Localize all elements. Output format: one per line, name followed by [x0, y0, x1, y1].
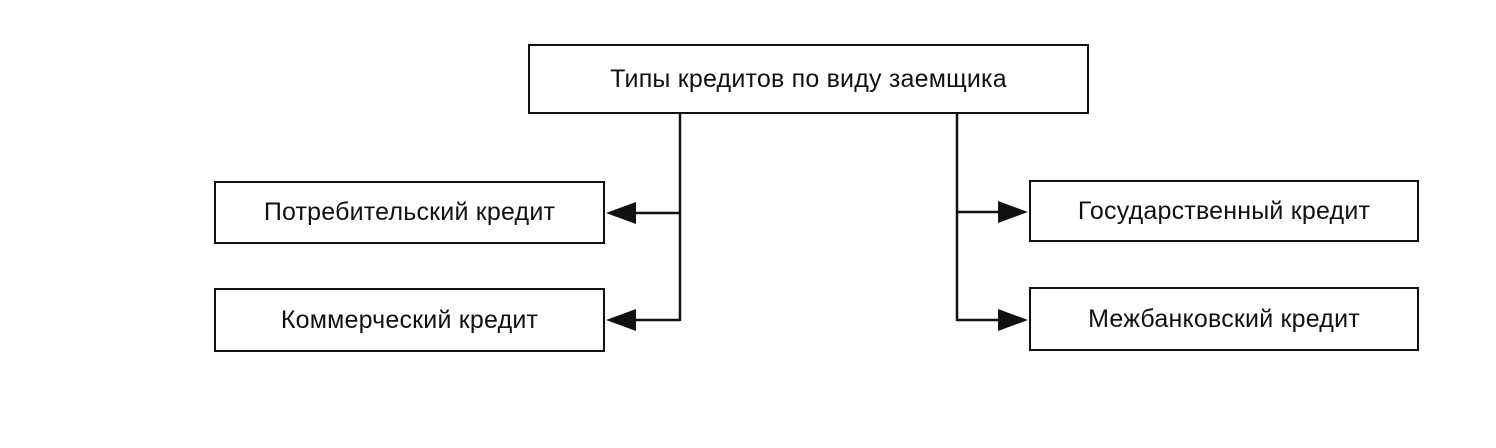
- node-commercial-credit-label: Коммерческий кредит: [280, 305, 539, 334]
- node-interbank-credit: Межбанковский кредит: [1029, 287, 1419, 351]
- node-commercial-credit: Коммерческий кредит: [214, 288, 605, 352]
- node-state-credit: Государственный кредит: [1029, 180, 1419, 242]
- node-consumer-credit-label: Потребительский кредит: [263, 198, 556, 226]
- node-consumer-credit: Потребительский кредит: [214, 181, 605, 244]
- arrow-to-interbank-icon: [998, 309, 1028, 331]
- root-node: Типы кредитов по виду заемщика: [528, 44, 1089, 114]
- root-node-label: Типы кредитов по виду заемщика: [610, 64, 1007, 93]
- arrow-to-commercial-icon: [606, 309, 636, 331]
- node-state-credit-label: Государственный кредит: [1077, 196, 1371, 225]
- arrow-to-consumer-icon: [606, 202, 636, 224]
- arrow-to-state-icon: [998, 201, 1028, 223]
- node-interbank-credit-label: Межбанковский кредит: [1088, 304, 1360, 333]
